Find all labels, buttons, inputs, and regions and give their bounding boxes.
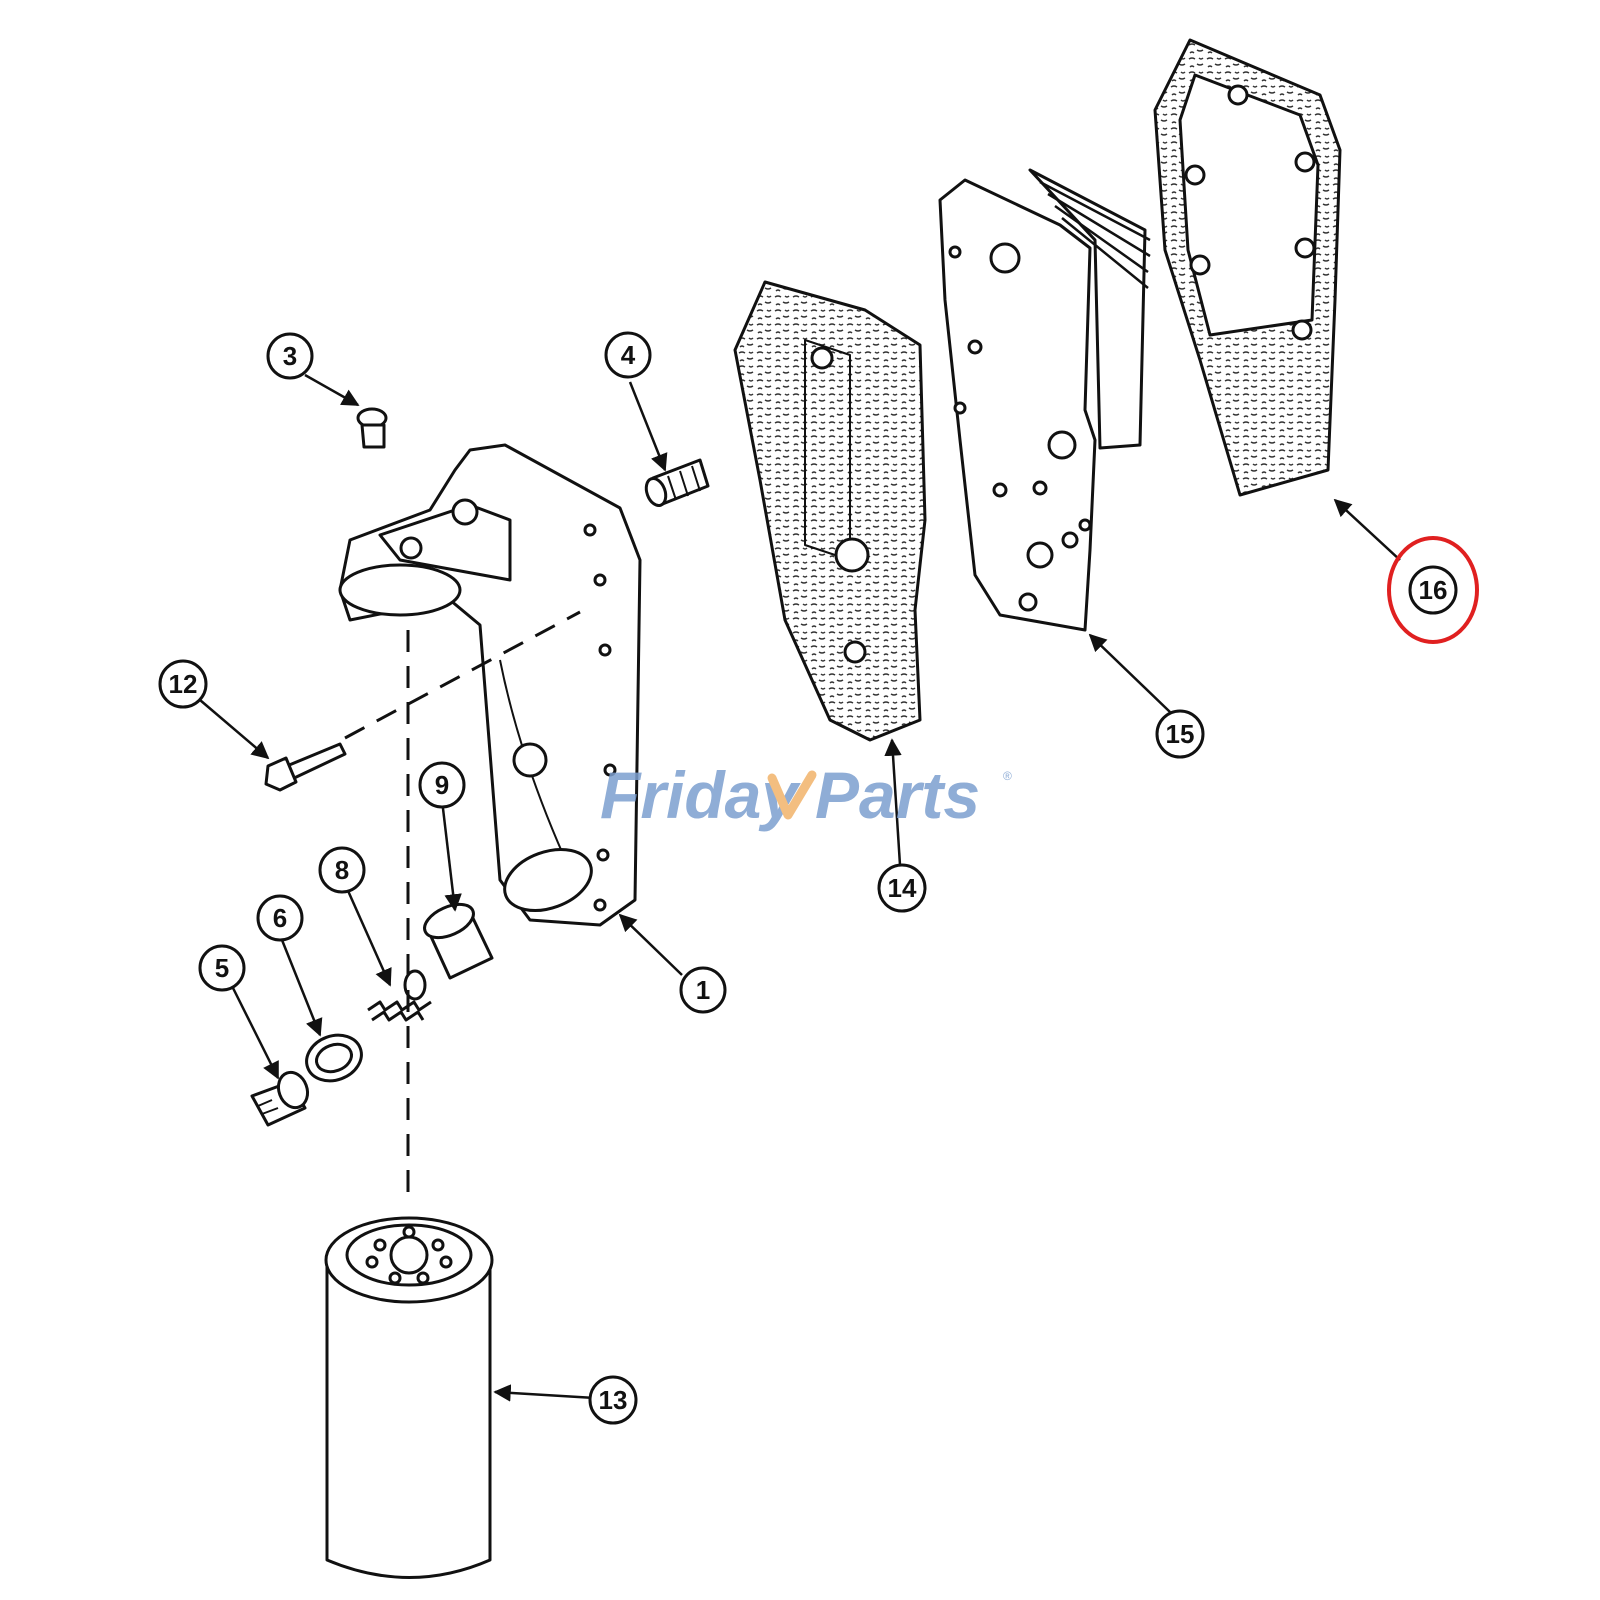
svg-text:8: 8 [335, 855, 349, 885]
callout-5[interactable]: 5 [198, 944, 246, 992]
svg-text:Friday: Friday [600, 758, 801, 832]
part-6-washer [305, 1033, 363, 1083]
svg-text:4: 4 [621, 340, 636, 370]
callout-14[interactable]: 14 [877, 863, 927, 913]
svg-text:3: 3 [283, 341, 297, 371]
svg-text:13: 13 [599, 1385, 628, 1415]
svg-text:15: 15 [1166, 719, 1195, 749]
svg-text:Parts: Parts [815, 758, 980, 832]
highlight-ring [1387, 536, 1479, 644]
part-13-oil-filter [324, 1216, 494, 1579]
callout-4[interactable]: 4 [604, 331, 652, 379]
callout-16[interactable]: 16 [1408, 565, 1458, 615]
part-15-oil-cooler [938, 168, 1151, 632]
part-4-screen [644, 458, 710, 508]
part-3-plug [356, 407, 388, 449]
part-14-gasket [733, 280, 927, 742]
leader-lines [199, 373, 1401, 1402]
callout-3[interactable]: 3 [266, 332, 314, 380]
callout-9[interactable]: 9 [418, 761, 466, 809]
alignment-lines [344, 610, 581, 1200]
svg-text:5: 5 [215, 953, 229, 983]
part-5-plug [250, 1070, 310, 1127]
svg-text:16: 16 [1419, 575, 1448, 605]
part-1-filter-head [338, 443, 642, 927]
part-8-spring [367, 969, 432, 1022]
callout-13[interactable]: 13 [588, 1375, 638, 1425]
svg-text:1: 1 [696, 975, 710, 1005]
svg-text:6: 6 [273, 903, 287, 933]
part-9-plunger [423, 902, 494, 980]
svg-text:®: ® [1003, 769, 1012, 783]
callout-6[interactable]: 6 [256, 894, 304, 942]
watermark-logo: Friday Parts ® [600, 758, 1012, 832]
svg-text:9: 9 [435, 770, 449, 800]
svg-text:14: 14 [888, 873, 917, 903]
svg-text:12: 12 [169, 669, 198, 699]
callout-1[interactable]: 1 [679, 966, 727, 1014]
callout-8[interactable]: 8 [318, 846, 366, 894]
callout-12[interactable]: 12 [158, 659, 208, 709]
callout-15[interactable]: 15 [1155, 709, 1205, 759]
part-12-bolt [264, 742, 347, 792]
part-16-gasket [1153, 38, 1342, 497]
